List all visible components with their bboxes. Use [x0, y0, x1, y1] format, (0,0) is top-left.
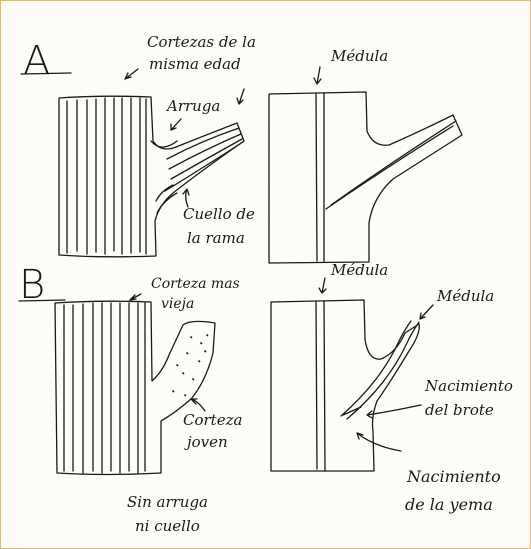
label-shoot-origin-line1: Nacimiento — [425, 379, 513, 394]
section-b-right — [271, 278, 433, 471]
young-bark-dots — [173, 335, 208, 396]
panel-a-letter: A — [23, 41, 50, 81]
bark-wrinkle-a — [151, 141, 177, 147]
label-bud-origin-line2: de la yema — [405, 497, 493, 513]
label-pith-b-trunk: Médula — [331, 263, 388, 278]
pith-a-branch — [326, 126, 453, 209]
label-pith-b-branch: Médula — [437, 289, 494, 304]
label-collar-line1: Cuello de — [183, 207, 255, 222]
section-b-right-outline — [271, 300, 419, 471]
label-bark-same-age-line1: Cortezas de la — [147, 35, 256, 50]
label-pith-a: Médula — [331, 49, 388, 64]
section-a-right-outline — [269, 92, 462, 263]
label-collar-line2: la rama — [187, 231, 245, 246]
label-shoot-origin-line2: del brote — [425, 403, 494, 418]
label-wrinkle: Arruga — [167, 99, 220, 114]
label-older-bark-line1: Corteza mas — [151, 277, 240, 291]
label-bud-origin-line1: Nacimiento — [407, 469, 501, 485]
label-older-bark-line2: vieja — [161, 297, 194, 311]
section-a-right — [269, 67, 462, 263]
branch-a-left-ridges — [165, 128, 243, 191]
label-young-bark-line2: joven — [187, 435, 228, 450]
pith-b-branch — [341, 321, 411, 416]
panel-b-letter: B — [19, 265, 45, 305]
label-no-wrinkle-line1: Sin arruga — [127, 495, 208, 510]
label-no-wrinkle-line2: ni cuello — [135, 519, 200, 534]
pith-b-trunk — [316, 301, 325, 471]
label-young-bark-line1: Corteza — [183, 413, 242, 428]
arrows-a-left — [125, 69, 244, 207]
pith-a-trunk — [316, 93, 324, 262]
label-bark-same-age-line2: misma edad — [149, 57, 241, 72]
